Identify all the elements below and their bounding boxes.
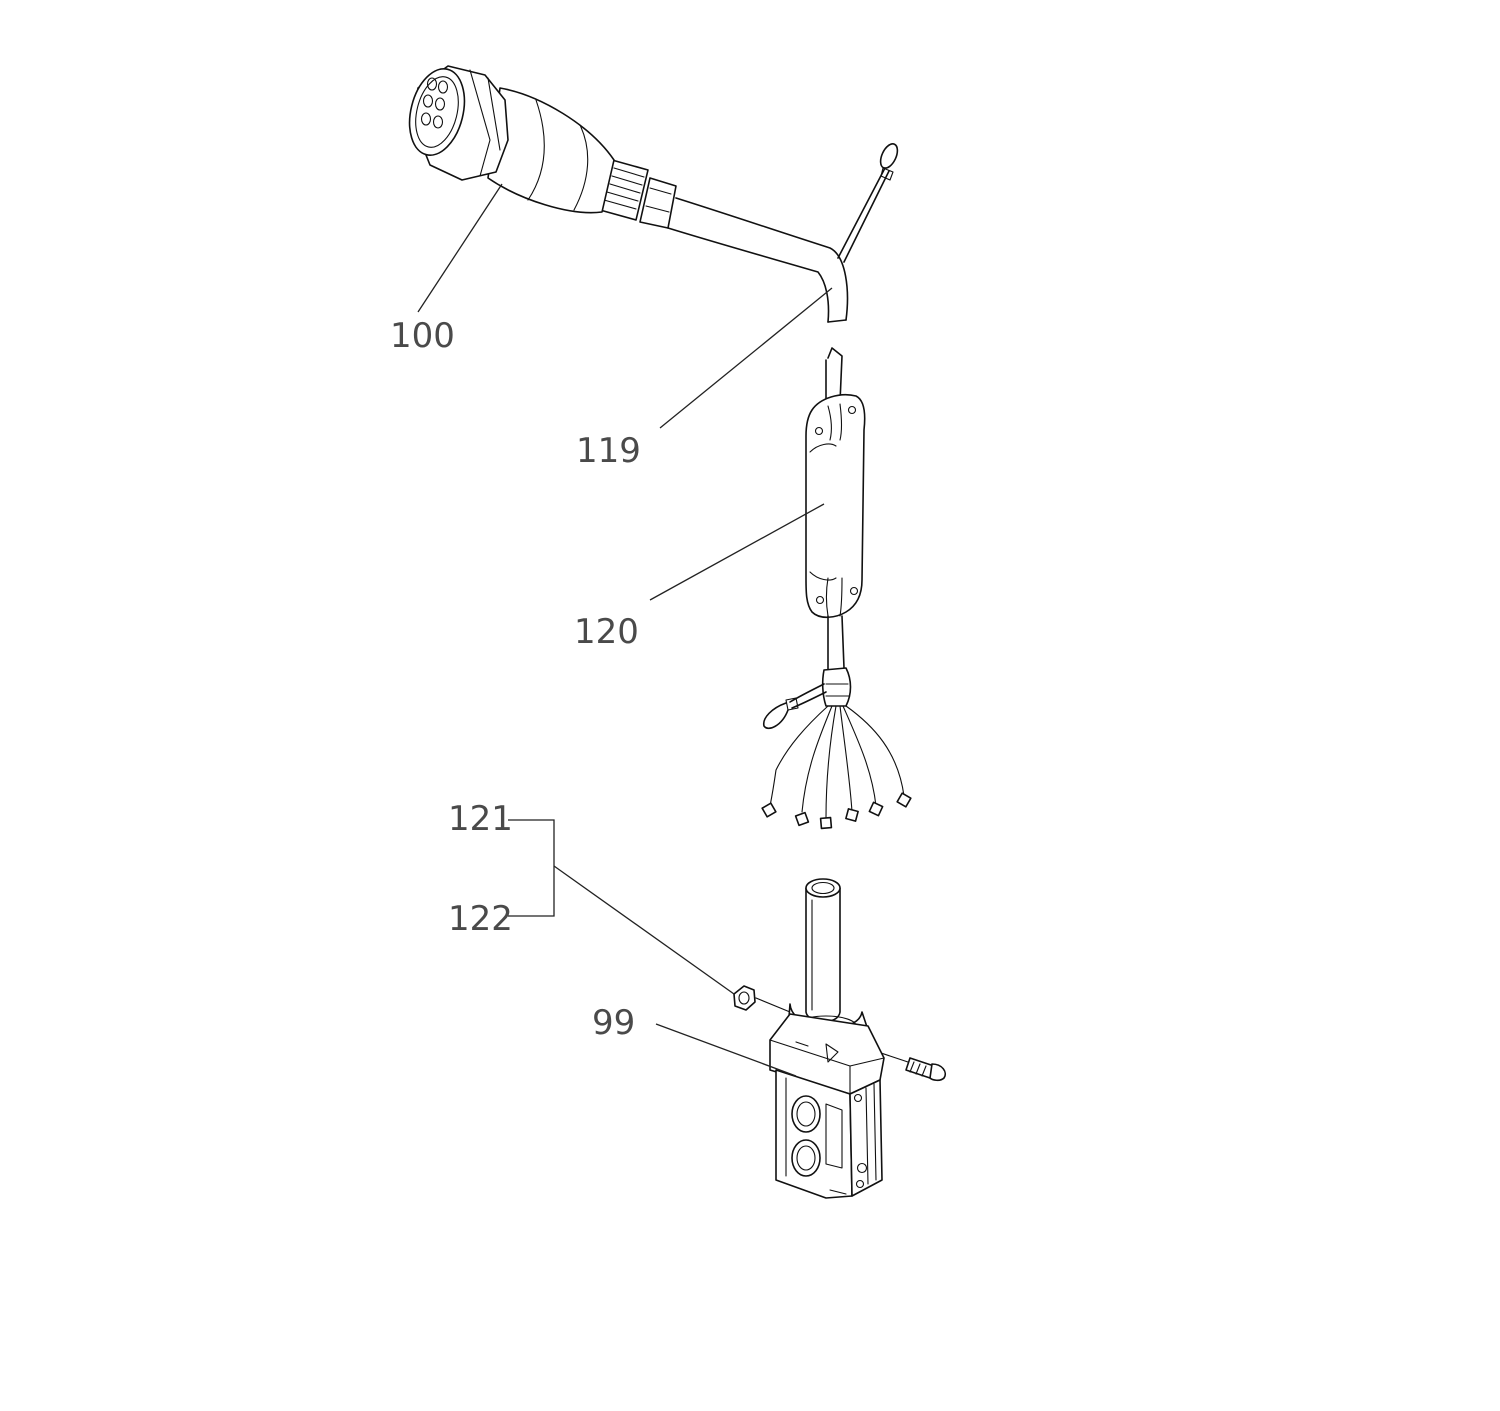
leader-120 [649,503,825,601]
leader-99 [655,1023,797,1077]
callout-121: 121 [448,799,513,839]
screw [871,1049,947,1082]
cable-lower [821,615,852,707]
callout-120: 120 [574,612,639,652]
leader-100 [417,183,503,313]
callout-99: 99 [592,1003,635,1043]
connector-plug [408,65,677,229]
callout-100: 100 [390,316,455,356]
junction-body [805,394,866,619]
ground-wire-lower [762,683,827,730]
hex-nut [733,985,791,1013]
leader-121-122 [553,865,735,995]
ground-wire-upper [837,143,899,263]
leader-bracket-121-122 [508,819,555,917]
callout-122: 122 [448,899,513,939]
callout-119: 119 [576,431,641,471]
cable [667,197,849,403]
control-unit [769,878,885,1199]
leader-119 [659,287,833,429]
wire-fanout [761,705,912,830]
